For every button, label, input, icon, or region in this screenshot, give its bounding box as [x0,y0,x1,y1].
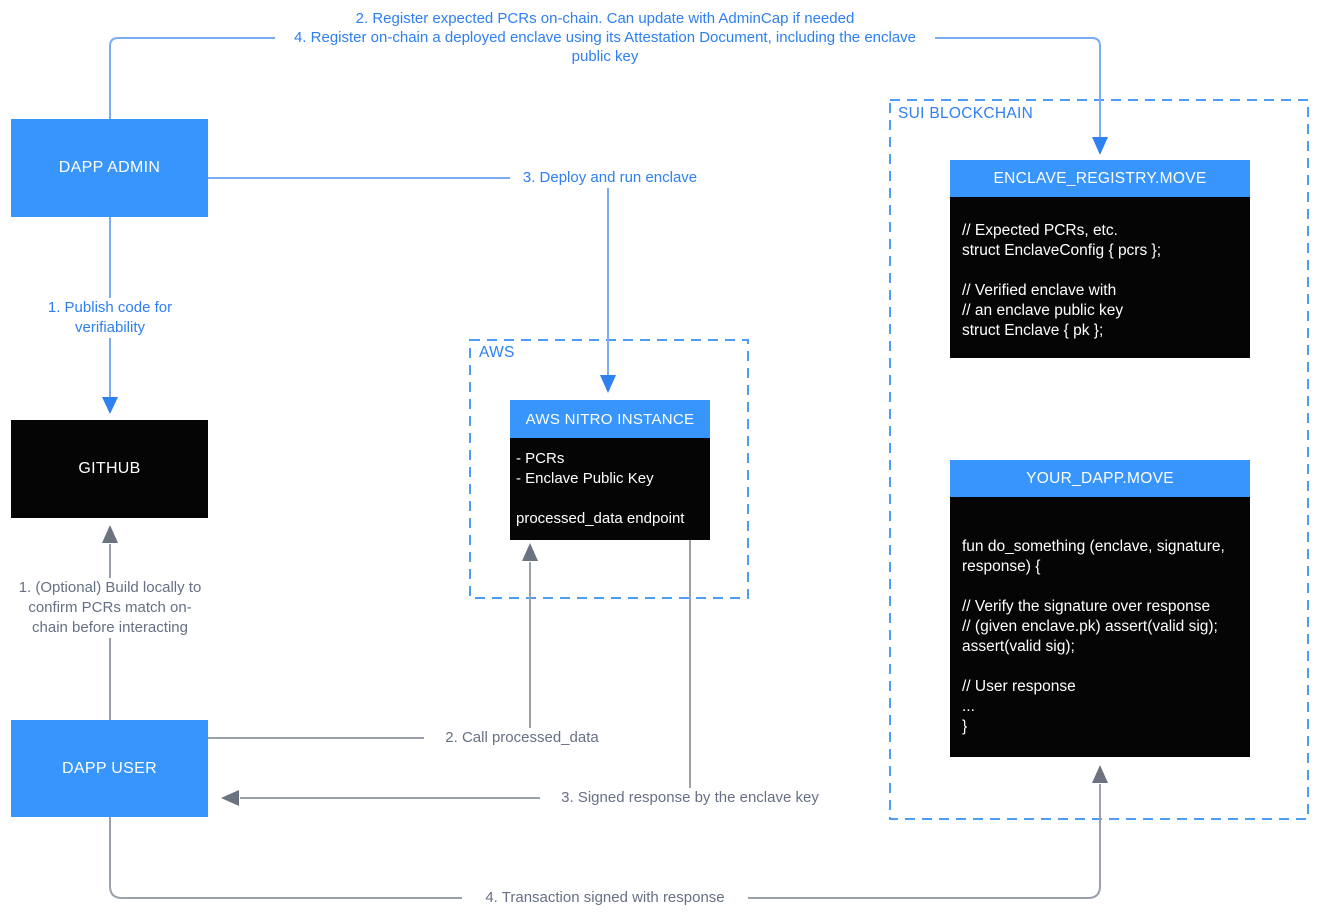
code-line: } [962,718,968,735]
code-line: // Verified enclave with [962,282,1117,299]
node-github-label: GITHUB [78,460,141,477]
code-line [516,489,704,509]
edge-publish-code-arrowhead [102,397,118,414]
sui-group-label: SUI BLOCKCHAIN [898,105,1034,122]
code-line: ... [962,698,975,715]
code-line: // (given enclave.pk) assert(valid sig); [962,618,1218,635]
code-line: // an enclave public key [962,302,1124,319]
edge-call-processed-data-arrowhead [522,543,538,561]
edge-transaction-signed-label: 4. Transaction signed with response [462,888,748,908]
code-line: processed_data endpoint [516,510,685,527]
edge-register-pcrs-label-line1: 2. Register expected PCRs on-chain. Can … [355,10,855,27]
edge-signed-response-arrowhead [221,790,239,806]
edge-call-processed-data-line [208,562,531,739]
node-your-dapp: YOUR_DAPP.MOVE fun do_something (enclave… [950,460,1250,757]
edge-publish-code-label: 1. Publish code for verifiability [15,298,205,338]
node-enclave-registry-body: // Expected PCRs, etc. struct EnclaveCon… [950,197,1250,358]
node-your-dapp-body: fun do_something (enclave, signature, re… [950,497,1250,757]
edge-build-locally-label: 1. (Optional) Build locally to confirm P… [12,578,208,638]
node-dapp-user: DAPP USER [11,720,208,817]
edge-build-locally-arrowhead [102,525,118,543]
code-line: // Expected PCRs, etc. [962,222,1118,239]
edge-deploy-enclave-line [208,177,609,376]
code-line: struct EnclaveConfig { pcrs }; [962,242,1162,259]
code-line [962,577,1244,597]
code-line [962,657,1244,677]
code-line: fun do_something (enclave, signature, [962,538,1225,555]
edge-call-processed-data-label: 2. Call processed_data [424,728,620,748]
code-line: struct Enclave { pk }; [962,322,1104,339]
node-aws-nitro-instance: AWS NITRO INSTANCE - PCRs - Enclave Publ… [510,400,710,540]
edge-register-pcrs-label: 2. Register expected PCRs on-chain. Can … [275,9,935,66]
node-enclave-registry-title: ENCLAVE_REGISTRY.MOVE [950,160,1250,197]
edge-signed-response-line [240,540,691,799]
code-line: - PCRs [516,450,565,467]
node-aws-nitro-instance-title: AWS NITRO INSTANCE [510,400,710,438]
node-aws-nitro-instance-body: - PCRs - Enclave Public Key processed_da… [510,438,710,540]
edge-signed-response-label: 3. Signed response by the enclave key [540,788,840,808]
node-dapp-admin-label: DAPP ADMIN [58,159,161,176]
node-your-dapp-title: YOUR_DAPP.MOVE [950,460,1250,497]
code-line: response) { [962,558,1041,575]
node-github: GITHUB [11,420,208,518]
code-line: // Verify the signature over response [962,598,1211,615]
edge-register-pcrs-label-line2: 4. Register on-chain a deployed enclave … [293,29,917,65]
edge-register-pcrs-arrowhead [1092,137,1108,155]
node-dapp-user-label: DAPP USER [62,759,157,777]
code-line: assert(valid sig); [962,638,1075,655]
code-line: // User response [962,678,1076,695]
code-line: - Enclave Public Key [516,470,654,487]
edge-transaction-signed-arrowhead [1092,765,1108,783]
edge-deploy-enclave-label: 3. Deploy and run enclave [510,168,710,188]
aws-group-label: AWS [479,344,515,361]
node-dapp-admin: DAPP ADMIN [11,119,208,217]
code-line [962,261,1240,281]
edge-deploy-enclave-arrowhead [600,375,616,393]
node-enclave-registry: ENCLAVE_REGISTRY.MOVE // Expected PCRs, … [950,160,1250,358]
